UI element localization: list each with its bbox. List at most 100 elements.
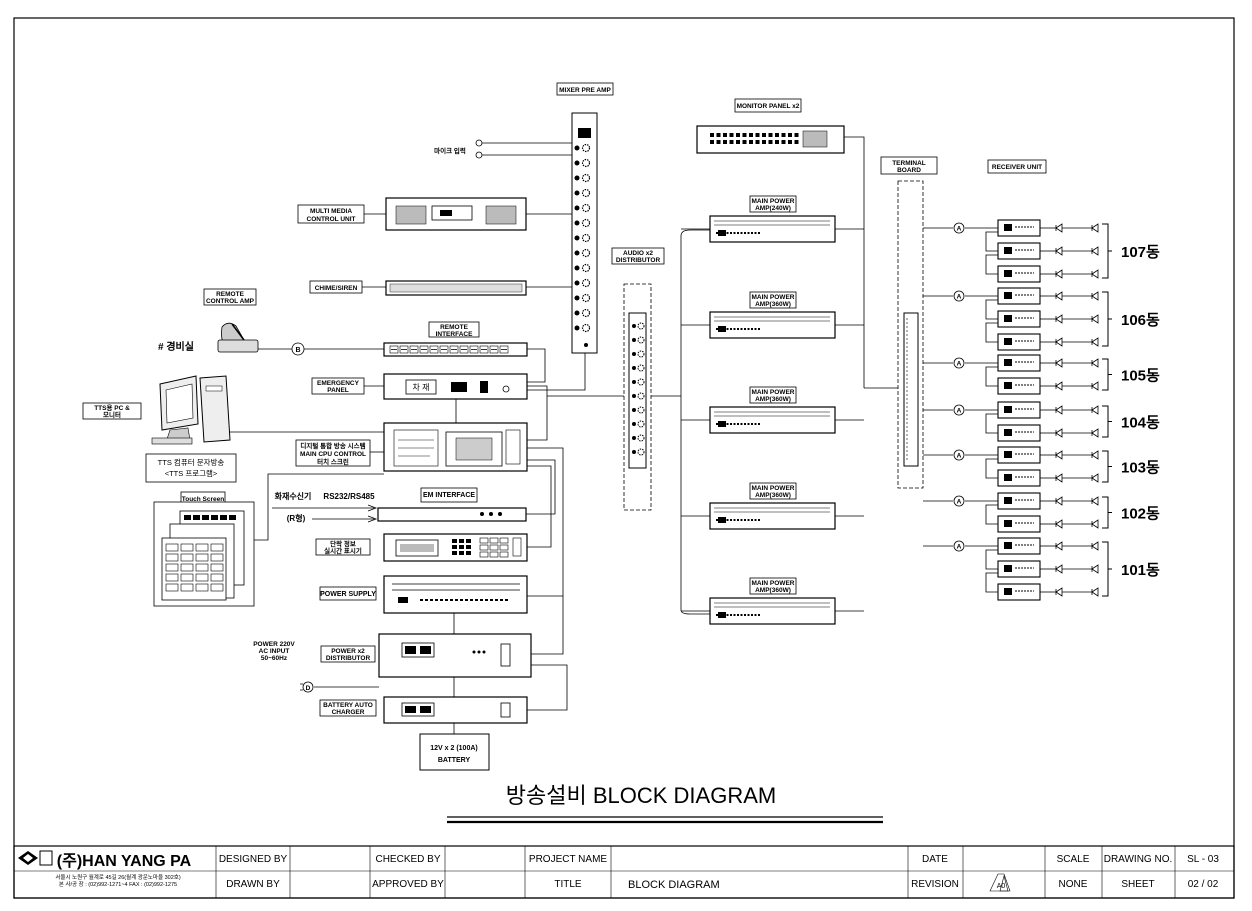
drawing-no-label: DRAWING NO. bbox=[1104, 854, 1173, 865]
tts-pc-label-1: TTS용 PC & bbox=[94, 403, 130, 412]
mic-input-label: 마이크 입력 bbox=[434, 146, 466, 155]
power-dist-label-2: DISTRIBUTOR bbox=[326, 655, 371, 662]
building-label: 104동 bbox=[1121, 415, 1160, 432]
speaker-icon bbox=[1091, 337, 1099, 347]
remote-if-label-1: REMOTE bbox=[440, 324, 468, 331]
em-interface: 화재수신기 RS232/RS485 (R형) EM INTERFACE bbox=[272, 487, 527, 523]
speaker-icon bbox=[1055, 541, 1063, 551]
scale-value: NONE bbox=[1059, 879, 1088, 890]
marker-d: D bbox=[306, 685, 311, 692]
project-name-label: PROJECT NAME bbox=[529, 854, 607, 865]
speaker-icon bbox=[1091, 381, 1099, 391]
speaker-icon bbox=[1055, 337, 1063, 347]
pc-tower-icon bbox=[199, 375, 231, 443]
company-address-2: 본 사/공 장 : (02)992-1271~4 FAX : (02)992-1… bbox=[59, 880, 177, 888]
building-label: 101동 bbox=[1121, 562, 1160, 579]
touch-screen: Touch Screen bbox=[153, 473, 384, 607]
remote-amp-label-2: CONTROL AMP bbox=[206, 298, 255, 305]
mixer-knobs bbox=[574, 143, 591, 347]
speaker-icon bbox=[1055, 291, 1063, 301]
tts-pc-label-2: 모니터 bbox=[103, 410, 121, 419]
battery-label-2: BATTERY bbox=[438, 757, 471, 764]
speaker-icon bbox=[1055, 269, 1063, 279]
speaker-icon bbox=[1091, 223, 1099, 233]
amp-rating-label: AMP(360W) bbox=[755, 301, 791, 308]
battery: 12V x 2 (100A) BATTERY bbox=[419, 733, 490, 771]
speaker-icon bbox=[1091, 564, 1099, 574]
tts-program-label-1: TTS 컴퓨터 문자방송 bbox=[158, 457, 225, 467]
speaker-icon bbox=[1091, 541, 1099, 551]
monitor-panel: MONITOR PANEL x2 bbox=[696, 98, 865, 388]
marker-b: B bbox=[295, 347, 300, 354]
realtime-label-2: 실시간 표시기 bbox=[324, 546, 362, 555]
speaker-icon bbox=[1055, 496, 1063, 506]
speaker-icon bbox=[1055, 223, 1063, 233]
cpu-label-1: 디지털 통합 방송 시스템 bbox=[300, 441, 365, 450]
multimedia-control-unit: MULTI MEDIA CONTROL UNIT bbox=[297, 197, 572, 231]
title-block: (주)HAN YANG PA 서울시 노원구 월계로 45길 26(월계 광운노… bbox=[13, 845, 1235, 899]
power-dist-label-1: POWER x2 bbox=[331, 648, 365, 655]
amp-rating-label: AMP(360W) bbox=[755, 396, 791, 403]
speaker-icon bbox=[1055, 428, 1063, 438]
mic-input: 마이크 입력 bbox=[434, 139, 572, 159]
company-name: (주)HAN YANG PA bbox=[57, 852, 192, 870]
speaker-icon bbox=[1055, 473, 1063, 483]
amp-rating-label: AMP(360W) bbox=[755, 492, 791, 499]
power-distributor: POWER 220V AC INPUT 50~60Hz POWER x2 DIS… bbox=[253, 613, 532, 697]
date-label: DATE bbox=[922, 854, 948, 865]
remote-amp-label-1: REMOTE bbox=[216, 291, 244, 298]
terminal-board: TERMINAL BOARD bbox=[864, 156, 938, 489]
chime-label: CHIME/SIREN bbox=[315, 285, 358, 292]
r-type-label: (R형) bbox=[287, 513, 306, 523]
touch-screen-label: Touch Screen bbox=[182, 496, 225, 503]
marker-a: A bbox=[957, 408, 962, 415]
receiver-label: RECEIVER UNIT bbox=[992, 164, 1042, 171]
receiver-unit-header: RECEIVER UNIT bbox=[987, 159, 1047, 174]
emergency-label-2: PANEL bbox=[327, 387, 349, 394]
realtime-display: 단락 정보 실시간 표시기 bbox=[315, 533, 528, 562]
audio-dist-label-1: AUDIO x2 bbox=[623, 250, 653, 257]
building-zone: A 101동 bbox=[923, 537, 1160, 601]
marker-a: A bbox=[957, 544, 962, 551]
drawing-no-value: SL - 03 bbox=[1187, 854, 1219, 865]
cpu-label-3: 터치 스크린 bbox=[317, 457, 349, 466]
building-zone: A 104동 bbox=[923, 401, 1160, 442]
speaker-icon bbox=[1055, 246, 1063, 256]
title-value: BLOCK DIAGRAM bbox=[628, 879, 720, 891]
rs232-label: RS232/RS485 bbox=[323, 492, 375, 501]
marker-a: A bbox=[957, 361, 962, 368]
revision-value: A0 bbox=[997, 883, 1006, 890]
building-label: 103동 bbox=[1121, 460, 1160, 477]
speaker-icon bbox=[1055, 587, 1063, 597]
speaker-icon bbox=[1055, 405, 1063, 415]
drawn-by-label: DRAWN BY bbox=[226, 879, 280, 890]
building-label: 106동 bbox=[1121, 312, 1160, 329]
guard-room-label: # 경비실 bbox=[158, 340, 194, 353]
marker-a: A bbox=[957, 499, 962, 506]
diagram-title: 방송설비 BLOCK DIAGRAM bbox=[506, 783, 776, 808]
emergency-label-1: EMERGENCY bbox=[317, 380, 360, 387]
revision-label: REVISION bbox=[911, 879, 959, 890]
multimedia-label-1: MULTI MEDIA bbox=[310, 208, 352, 215]
amp-name-label: MAIN POWER bbox=[752, 580, 795, 587]
title-label: TITLE bbox=[554, 879, 582, 890]
speaker-icon bbox=[1091, 450, 1099, 460]
audio-dist-label-2: DISTRIBUTOR bbox=[616, 257, 661, 264]
tts-pc: TTS용 PC & 모니터 TTS 컴퓨터 문자방송 <TTS 프로그램> bbox=[82, 375, 384, 483]
speaker-icon bbox=[1091, 519, 1099, 529]
amp-name-label: MAIN POWER bbox=[752, 485, 795, 492]
power-supply: POWER SUPPLY bbox=[319, 575, 528, 614]
speaker-icon bbox=[1055, 564, 1063, 574]
tts-program-label-2: <TTS 프로그램> bbox=[165, 468, 218, 478]
sheet-label: SHEET bbox=[1121, 879, 1154, 890]
marker-a: A bbox=[957, 226, 962, 233]
